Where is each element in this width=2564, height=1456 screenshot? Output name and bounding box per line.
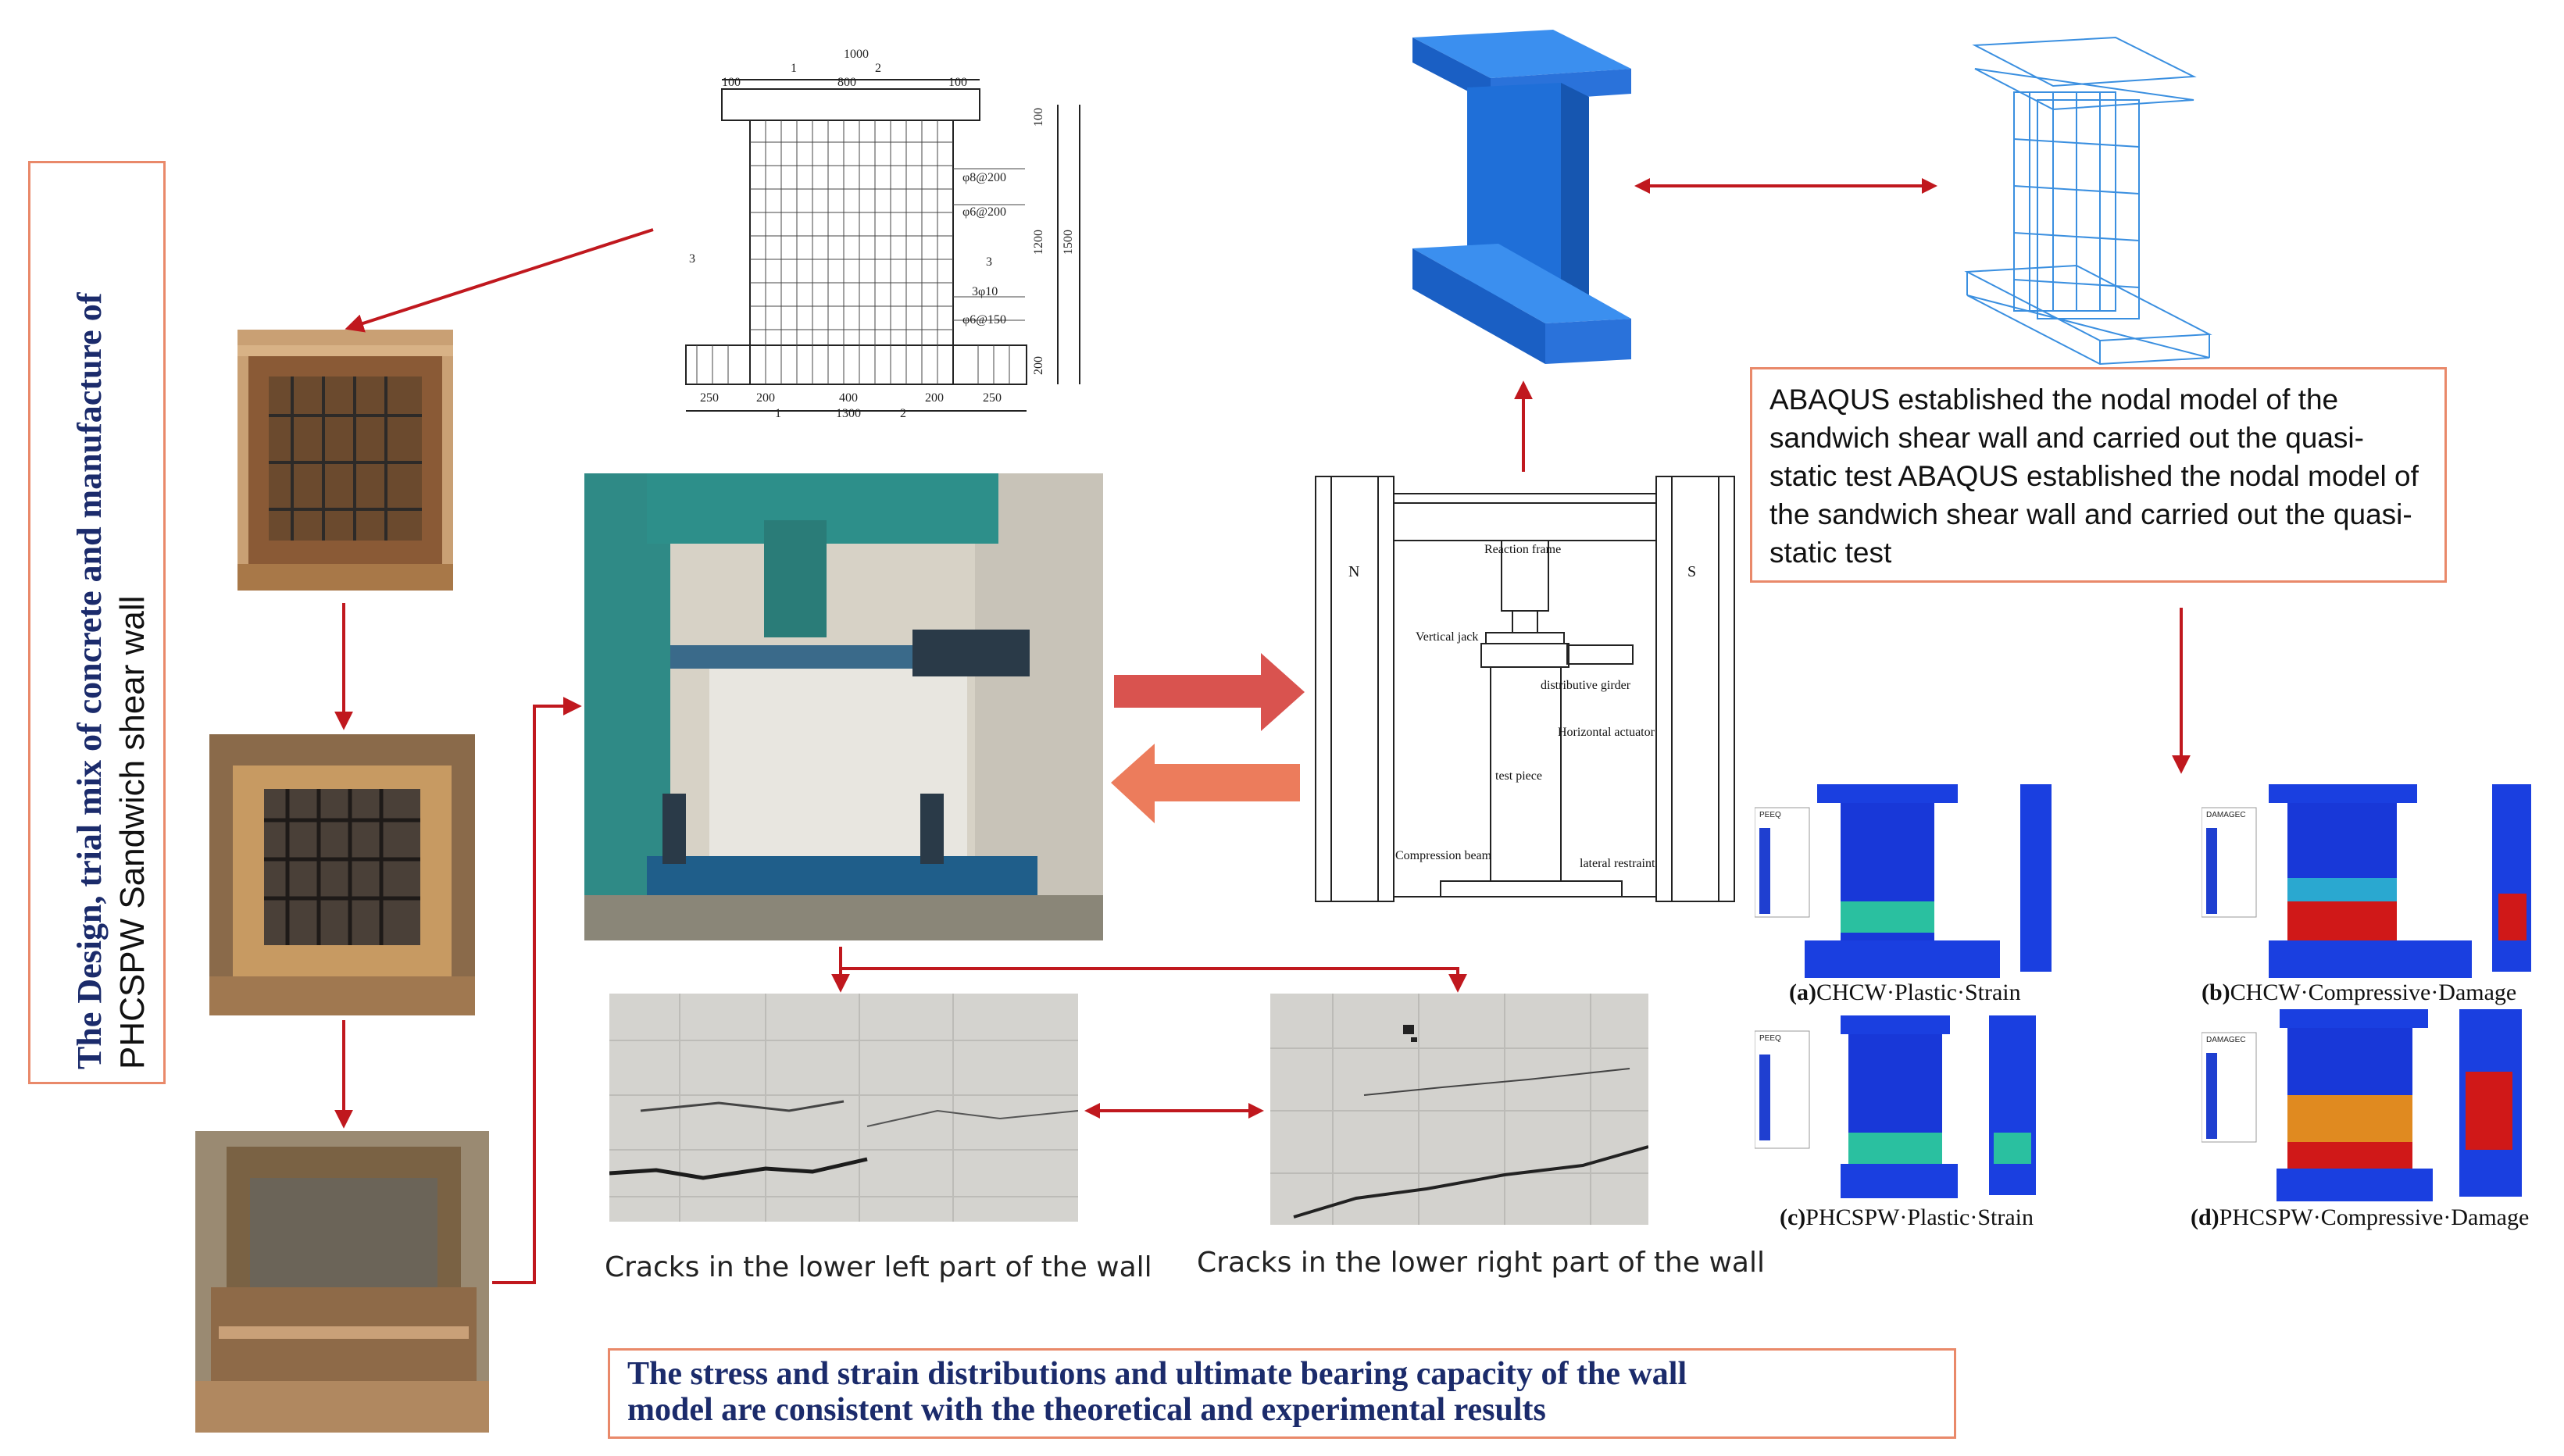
setup-s: S: [1687, 563, 1696, 580]
fe-legend-title-c: PEEQ: [1759, 1034, 1781, 1043]
wall-design-drawing: 1000 100 800 100 1 2 3 3 φ8@200 φ6@200 3…: [681, 44, 1095, 420]
section-1-bottom: 1: [775, 407, 781, 419]
fe-legend-title-b: DAMAGEC: [2206, 811, 2246, 819]
setup-distributive-girder: distributive girder: [1541, 679, 1631, 692]
rebar-b-label: φ6@200: [962, 205, 1006, 219]
process-label-line2: PHCSPW Sandwich shear wall: [113, 595, 152, 1069]
block-arrow-right: [1114, 653, 1305, 731]
setup-n: N: [1348, 563, 1359, 580]
fe-caption-d: (d)PHCSPW·Compressive·Damage: [2191, 1204, 2530, 1230]
conclusion-line1: The stress and strain distributions and …: [627, 1356, 1687, 1392]
dim-side-100: 100: [1032, 108, 1045, 127]
fe-result-b: [2201, 784, 2545, 980]
setup-vertical-jack: Vertical jack: [1416, 630, 1478, 644]
test-setup-schematic: N S Reaction frame Vertical jack distrib…: [1314, 475, 1736, 905]
dim-base-b: 200: [756, 391, 775, 405]
section-1-top: 1: [791, 62, 797, 75]
dim-base-e: 250: [983, 391, 1002, 405]
process-label-box: The Design, trial mix of concrete and ma…: [28, 161, 166, 1084]
abaqus-note-text: ABAQUS established the nodal model of th…: [1769, 384, 2419, 569]
dim-side-1500: 1500: [1062, 230, 1075, 255]
dim-top-mid: 800: [837, 76, 856, 89]
section-2-top: 2: [875, 62, 881, 75]
dim-side-1200: 1200: [1032, 230, 1045, 255]
dim-top-right: 100: [948, 76, 967, 89]
crack-photo-left: [609, 994, 1078, 1222]
wireframe-model-3d: [1959, 22, 2225, 366]
fe-caption-b: (b)CHCW·Compressive·Damage: [2202, 980, 2517, 1005]
setup-test-piece: test piece: [1495, 769, 1542, 783]
fe-legend-title-d: DAMAGEC: [2206, 1036, 2246, 1044]
dim-base-d: 200: [925, 391, 944, 405]
formwork-photo-1: [237, 330, 453, 591]
setup-lateral-restraint: lateral restraint: [1580, 857, 1655, 870]
fe-caption-c: (c)PHCSPW·Plastic·Strain: [1780, 1204, 2034, 1230]
conclusion-line2: model are consistent with the theoretica…: [627, 1392, 1546, 1428]
dim-top-left: 100: [722, 76, 741, 89]
formwork-photo-2: [209, 734, 475, 1015]
dim-base-c: 400: [839, 391, 858, 405]
rebar-c-label: 3φ10: [972, 285, 998, 298]
conclusion-box: The stress and strain distributions and …: [608, 1348, 1956, 1439]
crack-caption-left: Cracks in the lower left part of the wal…: [605, 1251, 1152, 1283]
fe-result-c: [1754, 1015, 2083, 1203]
solid-model-3d: [1405, 22, 1631, 381]
process-label-line1: The Design, trial mix of concrete and ma…: [70, 292, 109, 1069]
fe-result-a: [1754, 784, 2083, 980]
setup-reaction-frame: Reaction frame: [1484, 543, 1561, 556]
rebar-a-label: φ8@200: [962, 171, 1006, 184]
fe-result-d: [2201, 1009, 2545, 1204]
setup-compression-beam: Compression beam: [1395, 849, 1492, 862]
setup-horizontal-actuator: Horizontal actuator: [1558, 726, 1655, 739]
arrow-test-to-crack-right: [839, 947, 1467, 993]
dim-side-200: 200: [1032, 356, 1045, 375]
dim-top-total: 1000: [844, 48, 869, 61]
section-3-left: 3: [689, 252, 695, 266]
fe-legend-title-a: PEEQ: [1759, 811, 1781, 819]
dim-base-a: 250: [700, 391, 719, 405]
dim-base-total: 1300: [836, 407, 861, 419]
section-3-right: 3: [986, 255, 992, 269]
block-arrow-left: [1111, 744, 1300, 823]
section-2-bottom: 2: [900, 407, 906, 419]
fe-caption-a: (a)CHCW·Plastic·Strain: [1789, 980, 2021, 1005]
rebar-d-label: φ6@150: [962, 313, 1006, 327]
lab-test-photo: [584, 473, 1103, 940]
crack-caption-right: Cracks in the lower right part of the wa…: [1197, 1247, 1765, 1279]
formwork-photo-3: [195, 1131, 489, 1433]
abaqus-note-box: ABAQUS established the nodal model of th…: [1750, 367, 2447, 583]
crack-photo-right: [1270, 994, 1648, 1225]
arrow-drawing-to-formwork: [345, 228, 654, 333]
arrow-formwork-to-test: [492, 697, 582, 1284]
